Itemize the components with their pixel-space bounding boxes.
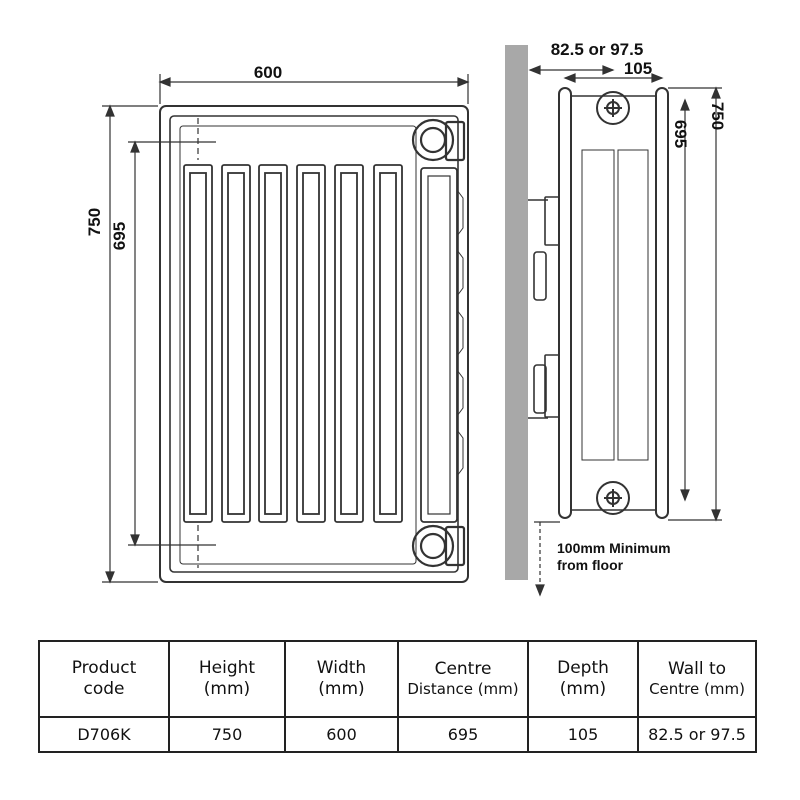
header-centre: Centre Distance (mm) [397, 640, 529, 718]
header-width-line1: Width [316, 657, 367, 678]
wall-to-centre-label: 82.5 or 97.5 [551, 40, 644, 59]
header-wall-line2: Centre (mm) [649, 680, 745, 699]
header-wall: Wall to Centre (mm) [637, 640, 757, 718]
radiator-dimension-diagram: 600 750 695 [85, 40, 727, 597]
front-dimensions [102, 74, 470, 584]
cell-product-code: D706K [38, 716, 170, 753]
radiator-inner-frame [169, 115, 459, 573]
header-product-code: Product code [38, 640, 170, 718]
header-product-code-line2: code [83, 679, 125, 699]
header-channel [420, 167, 458, 523]
cell-width: 600 [284, 716, 399, 753]
wall-bracket-bottom [528, 354, 560, 419]
front-height-label: 750 [85, 208, 104, 236]
header-depth: Depth (mm) [527, 640, 639, 718]
table-row: D706K 750 600 695 105 82.5 or 97.5 [38, 716, 757, 753]
side-height-label: 750 [708, 102, 727, 130]
header-centre-line2: Distance (mm) [407, 680, 519, 699]
front-width-label: 600 [254, 63, 282, 82]
header-height-line2: (mm) [203, 679, 251, 699]
header-wall-line1: Wall to [667, 659, 727, 679]
floor-note-line2: from floor [557, 557, 624, 573]
side-bottom-connection-icon [596, 481, 630, 515]
side-dimensions [528, 65, 722, 597]
front-panel [655, 87, 669, 519]
header-product-code-line1: Product [71, 657, 137, 678]
top-connection-icon [411, 118, 466, 162]
rear-panel [558, 87, 572, 519]
header-depth-line2: (mm) [559, 679, 607, 699]
spec-table: Product code Height (mm) Width (mm) Cent… [38, 640, 757, 753]
header-width-line2: (mm) [318, 679, 365, 699]
header-depth-line1: Depth [557, 657, 609, 678]
header-centre-line1: Centre [434, 659, 492, 679]
wall [505, 45, 528, 580]
header-width: Width (mm) [284, 640, 399, 718]
side-view [528, 87, 669, 519]
side-centre-label: 695 [671, 120, 690, 148]
spec-table-header-row: Product code Height (mm) Width (mm) Cent… [38, 640, 757, 718]
wall-bracket-top [528, 196, 560, 301]
floor-note-line1: 100mm Minimum [557, 540, 671, 556]
side-top-connection-icon [596, 91, 630, 125]
convector-fins [183, 164, 403, 523]
header-height: Height (mm) [168, 640, 286, 718]
front-centre-label: 695 [110, 222, 129, 250]
cell-depth: 105 [527, 716, 639, 753]
front-view [159, 105, 469, 583]
bottom-connection-icon [411, 524, 466, 568]
cell-centre: 695 [397, 716, 529, 753]
radiator-outline [159, 105, 469, 583]
header-height-line1: Height [198, 657, 256, 678]
cell-height: 750 [168, 716, 286, 753]
cell-wall: 82.5 or 97.5 [637, 716, 757, 753]
side-depth-label: 105 [624, 59, 652, 78]
